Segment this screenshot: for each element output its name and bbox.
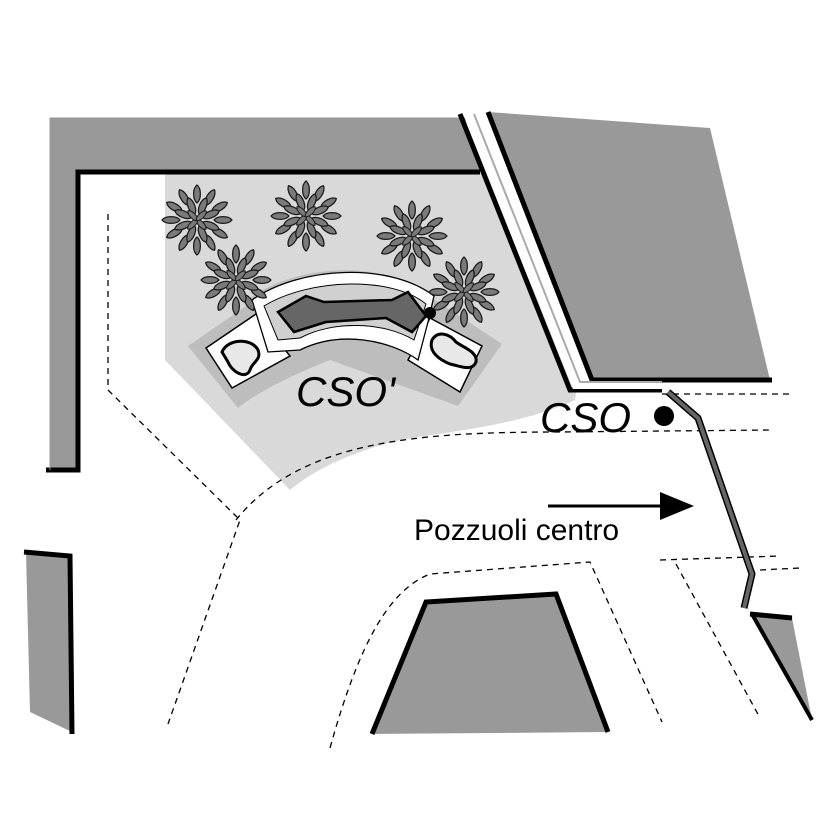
building-bottom-center-edge	[369, 591, 611, 735]
building-top-left-edge	[46, 169, 480, 473]
building-top-right-edge	[485, 111, 772, 383]
tree-leaf	[192, 236, 202, 256]
tree-leaf	[200, 275, 220, 285]
building-top-right	[488, 112, 770, 380]
tree-leaf	[161, 215, 181, 225]
tree-leaf	[480, 287, 500, 297]
building-bottom-center	[372, 594, 608, 734]
road-strip-outer	[457, 113, 662, 393]
tree-leaf	[301, 232, 311, 252]
tree-leaf	[459, 308, 469, 328]
tree-leaf	[252, 275, 272, 285]
building-left-bottom-edge	[23, 549, 75, 735]
cso-point-icon	[654, 406, 674, 426]
cso-prime-point-icon	[424, 307, 436, 319]
pipeline	[665, 389, 756, 609]
label-cso-prime: CSO'	[296, 368, 397, 415]
building-top-left-outline	[49, 117, 465, 470]
road-strip-fill	[464, 112, 662, 389]
pipeline-fill	[666, 390, 754, 609]
tree-leaf	[428, 231, 448, 241]
cso-prime-left-pool	[220, 339, 261, 376]
tree-leaf	[231, 296, 241, 316]
tree-leaf	[428, 287, 448, 297]
tree-leaf	[459, 256, 469, 276]
tree-leaf	[270, 211, 290, 221]
street-lines	[107, 214, 801, 749]
label-cso: CSO	[540, 394, 631, 441]
tree-leaf	[301, 180, 311, 200]
tree-leaf	[213, 215, 233, 225]
arrow-head-icon	[660, 492, 694, 520]
cso-prime-right-pool	[429, 332, 478, 370]
tree-leaf	[231, 244, 241, 264]
building-top-left	[50, 118, 480, 470]
building-bottom-right-edge2	[750, 613, 814, 721]
tree-leaf	[192, 184, 202, 204]
building-bottom-right-edge	[749, 611, 793, 621]
road-strip-inner	[473, 113, 662, 383]
label-direction: Pozzuoli centro	[414, 514, 619, 547]
tree-leaf	[322, 211, 342, 221]
tree-leaf	[407, 252, 417, 272]
tree-leaf	[407, 200, 417, 220]
building-left-bottom	[26, 552, 72, 732]
tree-leaf	[376, 231, 396, 241]
